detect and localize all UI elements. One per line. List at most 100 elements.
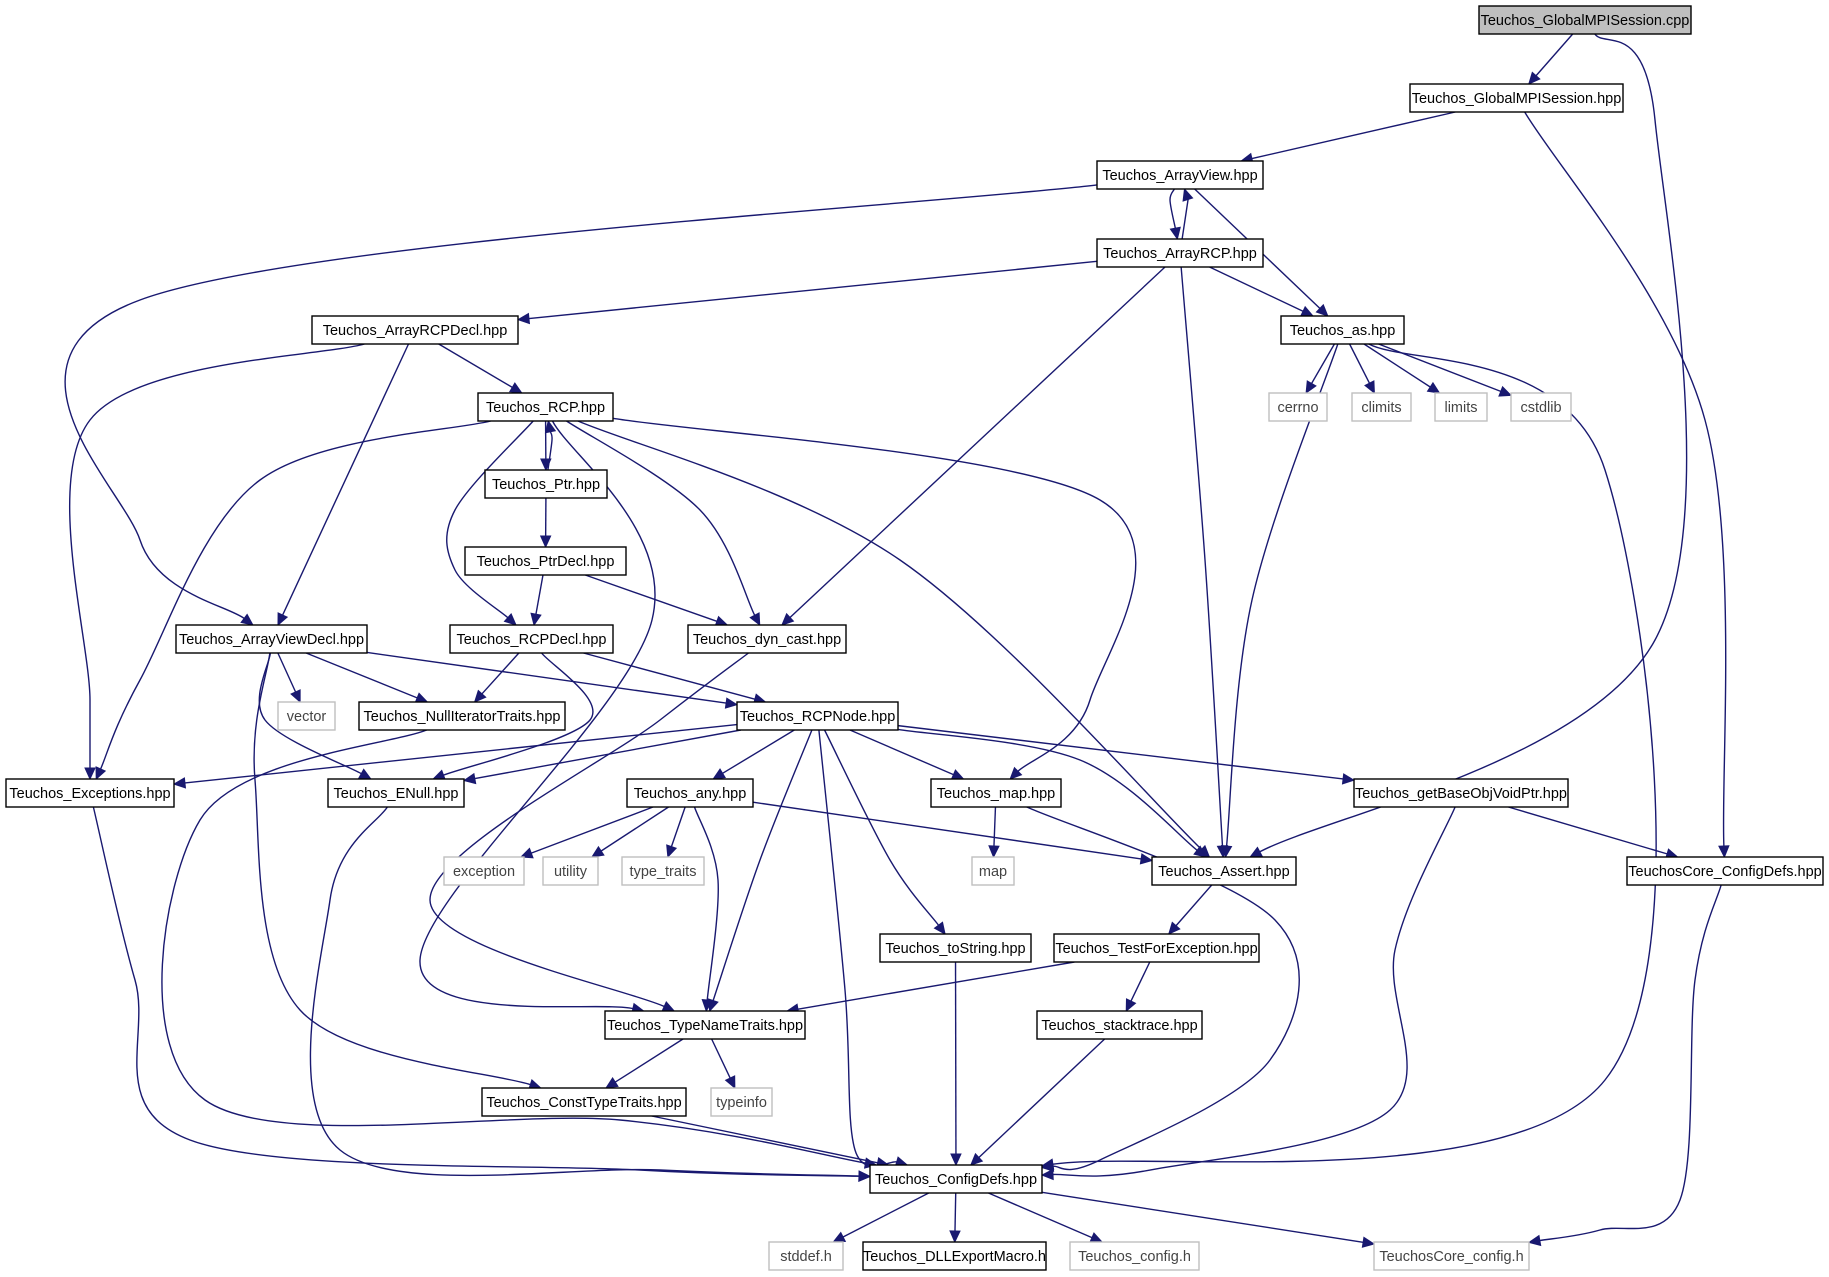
- node-label: vector: [287, 709, 327, 725]
- arrowhead-icon: [1182, 187, 1194, 202]
- arrowhead-icon: [1300, 305, 1315, 317]
- node-teuchos-arrayrcpdecl-hpp[interactable]: Teuchos_ArrayRCPDecl.hpp: [311, 315, 519, 345]
- arrowhead-icon: [1341, 773, 1356, 785]
- node-box: [879, 933, 1032, 963]
- arrowhead-icon: [1249, 846, 1263, 858]
- node-teuchos-arrayviewdecl-hpp[interactable]: Teuchos_ArrayViewDecl.hpp: [175, 624, 368, 654]
- edge-line: [988, 1192, 1093, 1239]
- arrowhead-icon: [1125, 998, 1137, 1013]
- node-box: [1409, 83, 1624, 113]
- node-teuchoscore-configdefs-hpp[interactable]: TeuchosCore_ConfigDefs.hpp: [1626, 856, 1824, 886]
- node-teuchos-configdefs-hpp[interactable]: Teuchos_ConfigDefs.hpp: [869, 1164, 1043, 1194]
- node-label: Teuchos_GlobalMPISession.hpp: [1412, 91, 1622, 107]
- edge-line: [253, 652, 531, 1086]
- node-teuchos-rcpdecl-hpp[interactable]: Teuchos_RCPDecl.hpp: [449, 624, 614, 654]
- node-teuchos-enull-hpp[interactable]: Teuchos_ENull.hpp: [327, 778, 465, 808]
- node-exception: exception: [443, 856, 525, 886]
- node-teuchos-as-hpp[interactable]: Teuchos_as.hpp: [1280, 315, 1405, 345]
- node-teuchos-any-hpp[interactable]: Teuchos_any.hpp: [626, 778, 754, 808]
- node-teuchos-dyn-cast-hpp[interactable]: Teuchos_dyn_cast.hpp: [687, 624, 847, 654]
- edge-line: [1535, 33, 1574, 77]
- edge-cd-to-ccfg: [1041, 1191, 1376, 1248]
- node-teuchos-typenametraits-hpp[interactable]: Teuchos_TypeNameTraits.hpp: [604, 1010, 806, 1040]
- node-box: [862, 1241, 1047, 1271]
- edge-arcp-to-dyn: [781, 266, 1166, 626]
- node-label: Teuchos_NullIteratorTraits.hpp: [364, 709, 561, 725]
- edge-line: [614, 1038, 684, 1083]
- node-label: Teuchos_ArrayRCPDecl.hpp: [323, 323, 508, 339]
- node-teuchos-rcpnode-hpp[interactable]: Teuchos_RCPNode.hpp: [736, 701, 899, 731]
- node-label: TeuchosCore_config.h: [1379, 1249, 1523, 1265]
- node-teuchos-testforexception-hpp[interactable]: Teuchos_TestForException.hpp: [1053, 933, 1260, 963]
- node-type-traits: type_traits: [621, 856, 705, 886]
- node-label: Teuchos_getBaseObjVoidPtr.hpp: [1355, 786, 1567, 802]
- node-label: climits: [1361, 400, 1401, 416]
- edge-line: [305, 652, 418, 699]
- node-teuchos-assert-hpp[interactable]: Teuchos_Assert.hpp: [1151, 856, 1297, 886]
- edge-line: [1052, 806, 1456, 1177]
- arrowhead-icon: [358, 768, 372, 780]
- node-teuchos-dllexportmacro-h[interactable]: Teuchos_DLLExportMacro.h: [862, 1241, 1047, 1271]
- node-label: Teuchos_GlobalMPISession.cpp: [1481, 13, 1690, 29]
- arrowhead-icon: [1220, 844, 1233, 859]
- edge-arcp-to-as: [1209, 266, 1315, 317]
- node-teuchos-ptr-hpp[interactable]: Teuchos_Ptr.hpp: [484, 469, 608, 499]
- edge-rcp-to-exc: [95, 420, 491, 781]
- node-teuchos-arrayview-hpp[interactable]: Teuchos_ArrayView.hpp: [1096, 160, 1264, 190]
- edge-line: [978, 1038, 1106, 1158]
- arrowhead-icon: [781, 612, 795, 626]
- node-teuchos-arrayrcp-hpp[interactable]: Teuchos_ArrayRCP.hpp: [1096, 238, 1264, 268]
- arrowhead-icon: [1315, 303, 1329, 317]
- node-teuchos-map-hpp[interactable]: Teuchos_map.hpp: [930, 778, 1062, 808]
- edge-rcpn-to-gbo: [897, 724, 1356, 785]
- node-box: [1434, 392, 1488, 422]
- edge-line: [184, 723, 738, 784]
- edge-line: [752, 801, 1142, 860]
- node-teuchos-globalmpisession-cpp[interactable]: Teuchos_GlobalMPISession.cpp: [1478, 5, 1692, 35]
- node-label: Teuchos_PtrDecl.hpp: [477, 554, 615, 570]
- arrowhead-icon: [1040, 1160, 1055, 1172]
- edge-line: [1130, 961, 1151, 1002]
- edge-as-to-climits: [1348, 343, 1375, 395]
- node-teuchos-exceptions-hpp[interactable]: Teuchos_Exceptions.hpp: [5, 778, 175, 808]
- edge-arcp-to-arcpd: [516, 260, 1098, 325]
- edge-gmpih-to-ccd: [1524, 111, 1730, 859]
- node-teuchos-rcp-hpp[interactable]: Teuchos_RCP.hpp: [477, 392, 614, 422]
- node-teuchos-ptrdecl-hpp[interactable]: Teuchos_PtrDecl.hpp: [464, 546, 627, 576]
- node-utility: utility: [542, 856, 599, 886]
- node-teuchos-stacktrace-hpp[interactable]: Teuchos_stacktrace.hpp: [1036, 1010, 1203, 1040]
- node-box: [5, 778, 175, 808]
- node-teuchos-getbaseobjvoidptr-hpp[interactable]: Teuchos_getBaseObjVoidPtr.hpp: [1353, 778, 1569, 808]
- node-box: [1510, 392, 1572, 422]
- edge-line: [1052, 343, 1657, 1165]
- node-teuchos-config-h: Teuchos_config.h: [1069, 1241, 1200, 1271]
- node-box: [1626, 856, 1824, 886]
- edge-tfe-to-tnt: [785, 961, 1075, 1015]
- node-teuchos-tostring-hpp[interactable]: Teuchos_toString.hpp: [879, 933, 1032, 963]
- node-teuchos-consttypetraits-hpp[interactable]: Teuchos_ConstTypeTraits.hpp: [481, 1087, 687, 1117]
- arrowhead-icon: [661, 1000, 676, 1012]
- edge-line: [1259, 33, 1688, 853]
- edge-line: [600, 806, 669, 852]
- edge-line: [1175, 884, 1213, 927]
- node-teuchos-nulliteratortraits-hpp[interactable]: Teuchos_NullIteratorTraits.hpp: [358, 701, 566, 731]
- node-map: map: [971, 856, 1015, 886]
- arrowhead-icon: [1169, 226, 1181, 241]
- edge-line: [651, 1115, 878, 1164]
- edge-line: [1363, 343, 1431, 388]
- node-label: Teuchos_as.hpp: [1290, 323, 1396, 339]
- arrowhead-icon: [290, 689, 301, 704]
- arrowhead-icon: [749, 612, 761, 627]
- node-teuchos-globalmpisession-hpp[interactable]: Teuchos_GlobalMPISession.hpp: [1409, 83, 1624, 113]
- arrowhead-icon: [519, 847, 534, 859]
- node-label: Teuchos_DLLExportMacro.h: [863, 1249, 1046, 1265]
- arrowhead-icon: [1364, 380, 1375, 395]
- edge-line: [366, 651, 727, 704]
- arrowhead-icon: [950, 1153, 962, 1167]
- node-label: Teuchos_ArrayRCP.hpp: [1103, 246, 1257, 262]
- edge-line: [1539, 884, 1722, 1242]
- node-label: Teuchos_Ptr.hpp: [492, 477, 600, 493]
- arrowhead-icon: [414, 692, 429, 704]
- edge-any-to-assert: [752, 801, 1154, 865]
- node-label: limits: [1444, 400, 1477, 416]
